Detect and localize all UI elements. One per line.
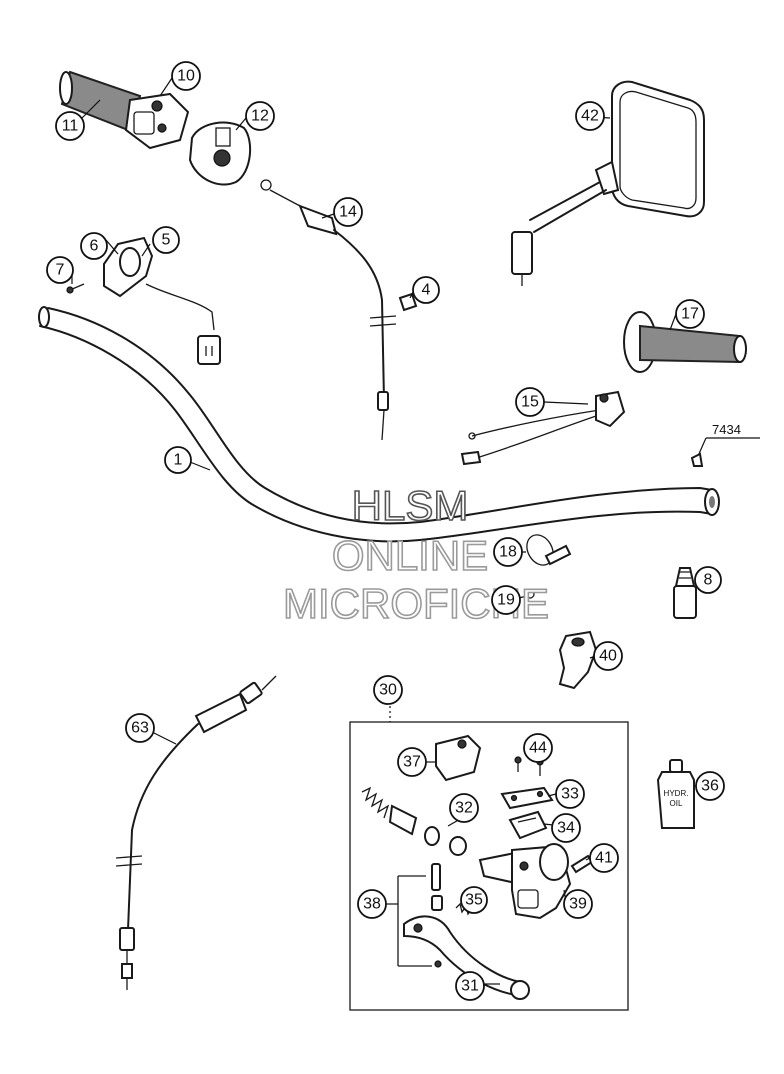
callout-15: 15 — [515, 387, 545, 417]
svg-text:11: 11 — [62, 118, 79, 135]
callout-10: 10 — [171, 61, 201, 91]
watermark-line-1: HLSM — [352, 482, 469, 529]
svg-text:18: 18 — [499, 544, 517, 561]
svg-text:32: 32 — [455, 800, 473, 817]
callout-1: 1 — [164, 446, 192, 474]
svg-text:36: 36 — [701, 778, 719, 795]
reference-7434-label: 7434 — [712, 422, 741, 437]
diaphragm-part-34 — [508, 810, 548, 840]
svg-text:42: 42 — [581, 108, 599, 125]
callout-35: 35 — [460, 886, 488, 914]
callout-4: 4 — [412, 276, 440, 304]
svg-text:12: 12 — [251, 108, 269, 125]
svg-text:37: 37 — [403, 754, 421, 771]
callout-63: 63 — [125, 713, 155, 743]
callout-6: 6 — [80, 232, 108, 260]
svg-text:63: 63 — [131, 720, 149, 737]
svg-text:44: 44 — [529, 740, 547, 757]
cable-nut-part-4 — [398, 292, 418, 312]
watermark-line-2: ONLINE — [332, 532, 488, 579]
callout-5: 5 — [152, 226, 180, 254]
reservoir-cap-part-33 — [500, 786, 554, 810]
throttle-cable-part-14 — [260, 179, 397, 441]
svg-text:6: 6 — [90, 238, 99, 255]
svg-text:1: 1 — [174, 452, 183, 469]
mirror-part-42 — [511, 80, 705, 286]
nut-part-19 — [525, 589, 535, 599]
callout-18: 18 — [493, 537, 523, 567]
svg-text:31: 31 — [461, 978, 479, 995]
svg-text:40: 40 — [599, 648, 617, 665]
pivot-pin-part-38 — [397, 863, 443, 967]
svg-text:10: 10 — [177, 68, 195, 85]
callout-7: 7 — [46, 256, 74, 284]
reference-7434: 7434 — [690, 422, 760, 467]
lever-cover-part-37 — [435, 734, 482, 782]
switch-part-15 — [460, 390, 626, 466]
svg-text:14: 14 — [339, 204, 357, 221]
kill-switch-part-5-6 — [103, 236, 221, 365]
svg-text:39: 39 — [569, 896, 587, 913]
callout-40: 40 — [593, 641, 623, 671]
callout-14: 14 — [333, 197, 363, 227]
callout-17: 17 — [675, 299, 705, 329]
callout-36: 36 — [695, 771, 725, 801]
callout-8: 8 — [694, 566, 722, 594]
threadlocker-part-8 — [673, 567, 697, 619]
throttle-housing-part-10 — [124, 92, 190, 150]
svg-text:34: 34 — [557, 820, 575, 837]
master-cylinder-part-39 — [478, 843, 572, 920]
svg-text:7: 7 — [56, 262, 65, 279]
svg-text:17: 17 — [681, 306, 699, 323]
hydraulic-oil-part-36: HYDR. OIL — [656, 759, 695, 829]
callouts: 10 11 12 14 42 6 5 7 4 17 15 1 18 8 19 4… — [46, 61, 725, 1001]
oil-bottle-text-line-1: HYDR. — [664, 789, 689, 798]
clutch-cable-part-63 — [115, 675, 277, 990]
svg-text:5: 5 — [162, 232, 171, 249]
piston-kit-part-32 — [361, 786, 467, 856]
leader-lines — [71, 77, 696, 985]
callout-32: 32 — [449, 793, 479, 823]
callout-31: 31 — [455, 971, 485, 1001]
assembly-box-part-30 — [349, 706, 629, 1011]
svg-text:41: 41 — [595, 850, 613, 867]
callout-19: 19 — [491, 585, 521, 615]
svg-text:8: 8 — [704, 572, 713, 589]
svg-text:38: 38 — [363, 896, 381, 913]
oil-bottle-text-line-2: OIL — [670, 799, 683, 808]
svg-text:19: 19 — [497, 592, 515, 609]
clamp-part-40 — [558, 630, 598, 690]
throttle-cover-part-12 — [188, 121, 252, 186]
cable-tie-part-18 — [526, 534, 572, 566]
svg-text:4: 4 — [422, 282, 431, 299]
svg-text:30: 30 — [379, 682, 397, 699]
callout-30: 30 — [373, 675, 403, 705]
callout-33: 33 — [555, 779, 585, 809]
callout-42: 42 — [575, 101, 605, 131]
callout-39: 39 — [563, 889, 593, 919]
callout-34: 34 — [551, 813, 581, 843]
callout-12: 12 — [245, 101, 275, 131]
callout-38: 38 — [357, 889, 387, 919]
left-grip-part-17 — [623, 311, 747, 373]
svg-text:35: 35 — [465, 892, 483, 909]
callout-37: 37 — [397, 747, 427, 777]
screw-part-7 — [66, 283, 85, 294]
handlebar-part-1 — [38, 306, 720, 543]
callout-44: 44 — [523, 733, 553, 763]
clutch-lever-part-31 — [403, 915, 530, 1000]
callout-11: 11 — [55, 111, 85, 141]
svg-text:15: 15 — [521, 394, 539, 411]
svg-text:33: 33 — [561, 786, 579, 803]
callout-41: 41 — [589, 843, 619, 873]
